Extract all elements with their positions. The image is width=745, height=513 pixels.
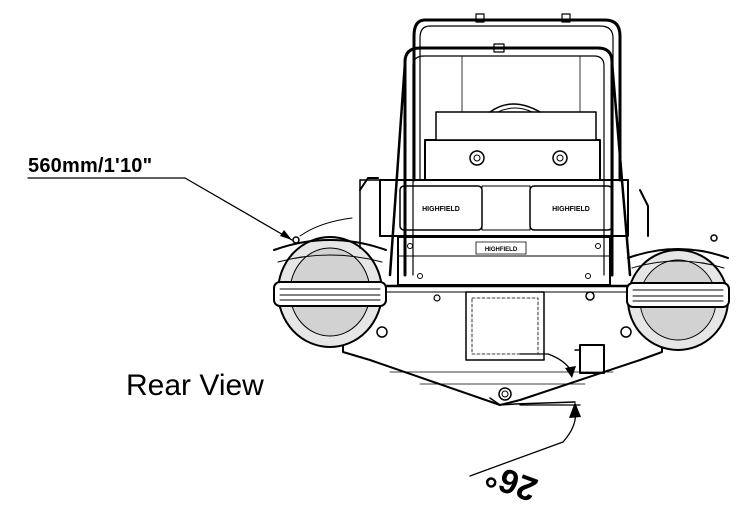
angle-indicator <box>469 353 581 477</box>
aft-seat-box: HIGHFIELD <box>397 236 611 286</box>
console <box>424 103 601 181</box>
a-frame <box>359 13 649 277</box>
dimension-leader <box>27 177 293 241</box>
right-tube <box>626 234 730 351</box>
left-tube <box>273 217 387 348</box>
highfield-logo-center: HIGHFIELD <box>485 247 518 253</box>
hull <box>341 284 664 406</box>
highfield-logo-left: HIGHFIELD <box>422 206 460 213</box>
rear-bench: HIGHFIELD HIGHFIELD <box>359 179 629 249</box>
view-title: Rear View <box>126 369 264 402</box>
highfield-logo-right: HIGHFIELD <box>552 206 590 213</box>
dimension-label: 560mm/1'10" <box>28 155 153 177</box>
